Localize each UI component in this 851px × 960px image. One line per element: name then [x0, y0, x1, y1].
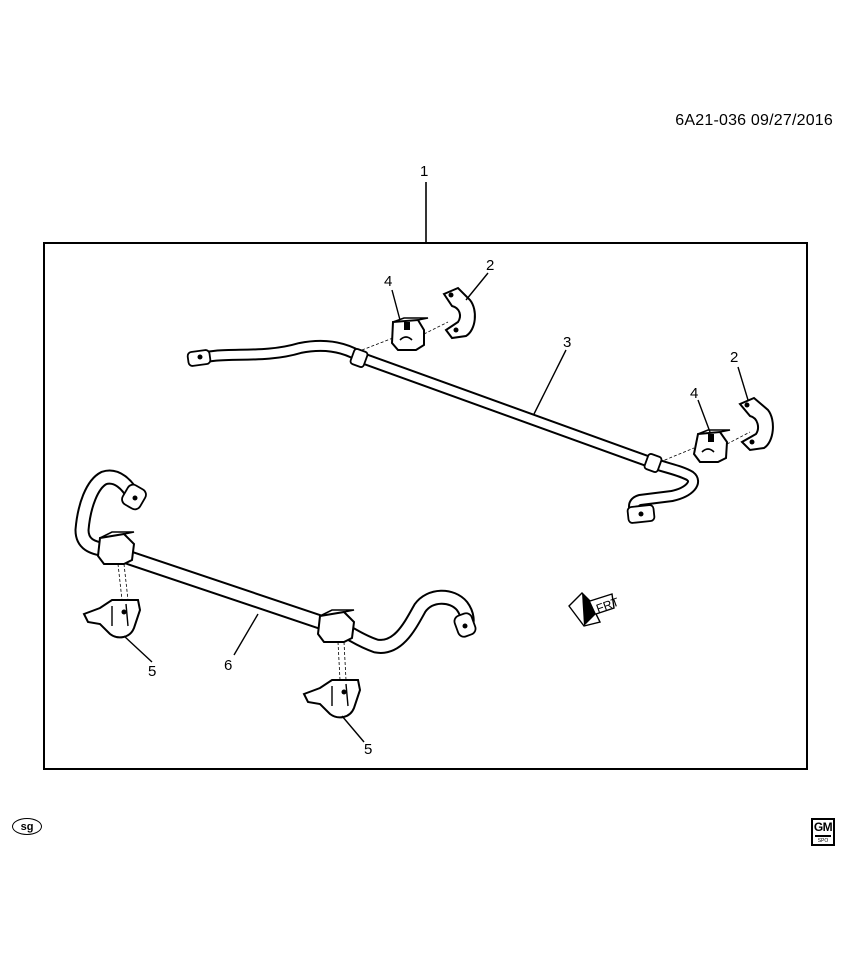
bushing-lower-left — [96, 531, 136, 565]
leader-lines — [123, 272, 749, 743]
stabilizer-bar-upper — [186, 339, 699, 524]
callout-5-right: 5 — [364, 741, 372, 758]
callout-2-left: 2 — [486, 257, 494, 274]
callout-3: 3 — [563, 334, 571, 351]
bracket-upper-left — [442, 286, 476, 340]
front-direction-arrow: FRT — [568, 592, 621, 627]
callout-1: 1 — [420, 163, 428, 180]
diagram-frame — [43, 242, 808, 770]
document-id: 6A21-036 09/27/2016 — [675, 112, 833, 129]
gm-logo: GM SPO — [811, 818, 835, 846]
callout-5-left: 5 — [148, 663, 156, 680]
bracket-lower-left — [82, 599, 142, 639]
callout-4-right: 4 — [690, 385, 698, 402]
bushing-upper-left — [390, 317, 429, 351]
callout-6: 6 — [224, 657, 232, 674]
callout-4-left: 4 — [384, 273, 392, 290]
bracket-upper-right — [738, 396, 774, 452]
gm-logo-bar — [815, 835, 831, 837]
sg-badge: sg — [12, 818, 42, 835]
gm-logo-subtext: SPO — [817, 837, 829, 844]
bushing-lower-right — [316, 609, 356, 643]
bushing-upper-right — [692, 429, 731, 463]
gm-logo-text: GM — [813, 820, 833, 834]
callout-2-right: 2 — [730, 349, 738, 366]
callout-labels: 1 2 2 3 4 4 5 5 6 — [148, 163, 738, 758]
bracket-lower-right — [302, 679, 362, 719]
stabilizer-bar-lower — [74, 469, 477, 654]
